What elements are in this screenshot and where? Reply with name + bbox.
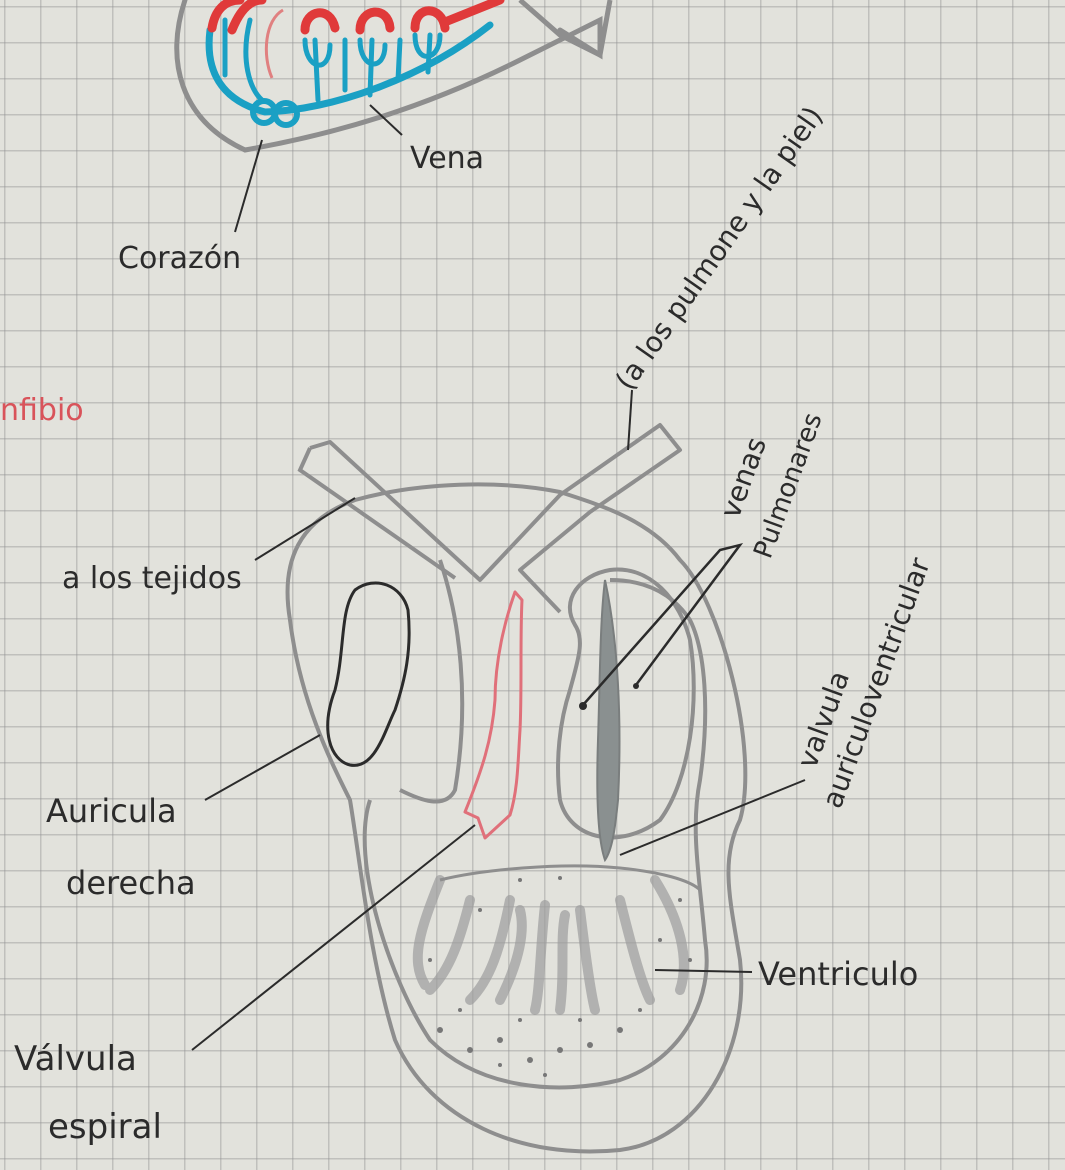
- label-ventriculo: Ventriculo: [758, 955, 918, 993]
- section-heading-anfibio: nfibio: [0, 393, 84, 428]
- label-pulmones: (a los pulmone y la piel): [609, 100, 830, 396]
- left-inner-wall: [400, 560, 462, 802]
- label-auricula-line2: derecha: [66, 864, 196, 902]
- spiral-valve: [465, 592, 522, 838]
- valvula-espiral-leader-line: [192, 825, 475, 1050]
- ventriculo-leader-line: [655, 970, 752, 972]
- interatrial-septum: [597, 580, 619, 860]
- blue-vein-vessel: [209, 25, 490, 112]
- amphibian-heart: [192, 390, 805, 1152]
- fish-circulation-sketch: [177, 0, 610, 232]
- fish-body-outline-right: [520, 0, 610, 55]
- label-pulmonares: Pulmonares: [748, 409, 828, 562]
- blue-gill-branches: [225, 20, 440, 100]
- label-corazon: Corazón: [118, 241, 241, 276]
- corazon-leader-line: [235, 140, 262, 232]
- left-atrium-chamber: [558, 570, 694, 838]
- pulmonary-vein-dot-1: [579, 702, 587, 710]
- auricula-leader-line: [205, 735, 320, 800]
- label-auricula-line1: Auricula: [46, 792, 177, 830]
- red-artery-vessels: [212, 0, 500, 30]
- label-valvula-espiral-line2: espiral: [48, 1107, 162, 1147]
- right-atrium-chamber: [328, 583, 409, 765]
- red-arrow: [266, 10, 283, 78]
- valvula-av-leader-line: [620, 780, 805, 855]
- label-vena: Vena: [410, 141, 484, 176]
- pulmones-leader-line: [628, 390, 632, 450]
- ventricle-trabeculae: [418, 880, 684, 1010]
- tejidos-leader-line: [255, 498, 355, 560]
- pulmonary-vein-dot-2: [633, 683, 639, 689]
- label-tejidos: a los tejidos: [62, 561, 242, 596]
- truncus-arm-left: [300, 448, 455, 578]
- label-valvula-espiral-line1: Válvula: [14, 1039, 137, 1079]
- heart-outer-outline: [288, 484, 746, 1151]
